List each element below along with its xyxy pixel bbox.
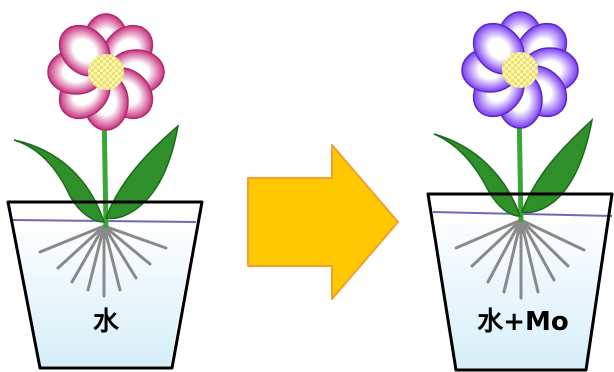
left-flower <box>47 13 165 131</box>
right-leaf-left <box>433 133 522 217</box>
left-plant: 水 <box>6 13 204 370</box>
left-flower-center <box>88 54 124 90</box>
left-pot <box>6 200 204 370</box>
right-plant: 水+Mo <box>426 11 614 372</box>
right-leaf-right <box>520 117 594 214</box>
left-petals <box>47 13 165 131</box>
left-roots <box>38 224 168 298</box>
left-leaf-right <box>104 124 180 220</box>
right-pot <box>426 192 614 372</box>
right-pot-label: 水+Mo <box>477 307 569 337</box>
right-flower-center <box>502 52 538 88</box>
left-leaf-left <box>13 139 106 223</box>
right-roots <box>454 218 586 300</box>
left-pot-label: 水 <box>93 307 120 337</box>
right-flower <box>461 11 579 129</box>
right-arrow-icon <box>247 144 399 300</box>
